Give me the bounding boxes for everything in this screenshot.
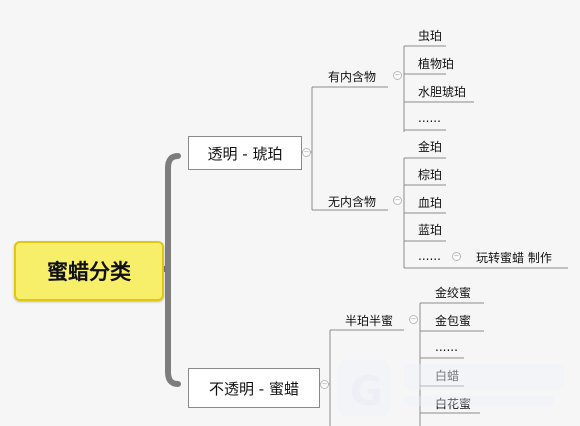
- note-item[interactable]: 玩转蜜蜡 制作: [476, 249, 552, 266]
- with-inclusions-connectors: [403, 45, 474, 132]
- collapse-circle-icon[interactable]: −: [302, 148, 311, 157]
- leaf-item[interactable]: 金珀: [418, 138, 442, 155]
- collapse-circle-icon[interactable]: −: [452, 252, 461, 261]
- leaf-item[interactable]: 白花蜜: [435, 395, 471, 412]
- leaf-label: 虫珀: [418, 29, 443, 43]
- collapse-circle-icon[interactable]: −: [393, 71, 402, 80]
- leaf-item[interactable]: 蓝珀: [418, 221, 442, 238]
- leaf-item[interactable]: 血珀: [418, 194, 442, 211]
- leaf-label: ......: [418, 249, 441, 263]
- leaf-label: 水胆琥珀: [418, 85, 467, 99]
- leaf-item[interactable]: 白蜡: [435, 367, 459, 384]
- leaf-label: 棕珀: [418, 168, 443, 182]
- leaf-label: 金绞蜜: [435, 286, 472, 300]
- leaf-item[interactable]: ......: [418, 249, 441, 263]
- leaf-label: 植物珀: [418, 57, 455, 71]
- leaf-label: 蓝珀: [418, 223, 443, 237]
- leaf-item[interactable]: 金绞蜜: [435, 284, 471, 301]
- leaf-item[interactable]: 虫珀: [418, 27, 442, 44]
- leaf-item[interactable]: ......: [418, 111, 441, 125]
- leaf-label: 金包蜜: [435, 314, 472, 328]
- leaf-item[interactable]: 棕珀: [418, 166, 442, 183]
- leaf-label: 血珀: [418, 196, 443, 210]
- leaf-label: 白花蜜: [435, 397, 472, 411]
- without-inclusions-connectors: [403, 157, 568, 269]
- transparent-connectors: [302, 86, 388, 211]
- with-inclusions-node[interactable]: 有内含物: [328, 68, 376, 85]
- without-inclusions-node[interactable]: 无内含物: [328, 193, 376, 210]
- opaque-node[interactable]: 不透明 - 蜜蜡: [188, 368, 320, 408]
- collapse-circle-icon[interactable]: −: [393, 196, 402, 205]
- leaf-label: ......: [418, 111, 441, 125]
- transparent-label: 透明 - 琥珀: [207, 144, 283, 163]
- note-label: 玩转蜜蜡 制作: [476, 251, 552, 265]
- root-node[interactable]: 蜜蜡分类: [14, 241, 164, 301]
- svg-text:G: G: [350, 369, 383, 415]
- opaque-label: 不透明 - 蜜蜡: [209, 379, 299, 398]
- root-label: 蜜蜡分类: [47, 260, 131, 284]
- watermark-logo-icon: G: [338, 360, 564, 416]
- transparent-node[interactable]: 透明 - 琥珀: [188, 136, 302, 170]
- leaf-label: ......: [435, 340, 458, 354]
- leaf-item[interactable]: 水胆琥珀: [418, 83, 466, 100]
- leaf-label: 金珀: [418, 140, 443, 154]
- leaf-label: 白蜡: [435, 369, 460, 383]
- leaf-item[interactable]: 金包蜜: [435, 312, 471, 329]
- semi-connectors: [419, 302, 484, 426]
- collapse-circle-icon[interactable]: −: [320, 380, 329, 389]
- semi-node[interactable]: 半珀半蜜: [345, 312, 393, 329]
- semi-label: 半珀半蜜: [345, 314, 394, 328]
- without-inclusions-label: 无内含物: [328, 195, 377, 209]
- collapse-circle-icon[interactable]: −: [409, 315, 418, 324]
- leaf-item[interactable]: 植物珀: [418, 55, 454, 72]
- with-inclusions-label: 有内含物: [328, 70, 377, 84]
- leaf-item[interactable]: ......: [435, 340, 458, 354]
